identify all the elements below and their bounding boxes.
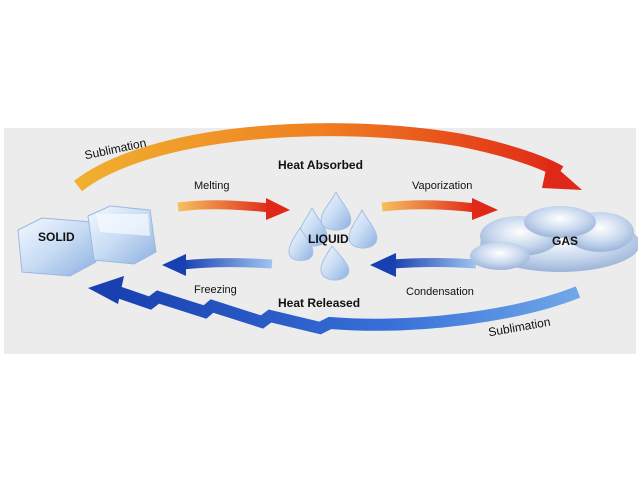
condensation-label: Condensation — [406, 286, 474, 298]
liquid-state-label: LIQUID — [308, 232, 349, 246]
heat-absorbed-label: Heat Absorbed — [278, 158, 363, 172]
heat-released-label: Heat Released — [278, 296, 361, 310]
condensation-arrow — [370, 253, 477, 277]
melting-arrow — [177, 198, 290, 220]
solid-state-label: SOLID — [38, 230, 75, 244]
melting-label: Melting — [194, 180, 230, 192]
vaporization-arrow — [381, 198, 498, 220]
liquid-droplets-icon — [288, 190, 378, 281]
solid-ice-icon — [17, 205, 157, 277]
gas-state-label: GAS — [552, 234, 579, 248]
freezing-arrow — [162, 254, 273, 276]
gas-cloud-icon — [470, 206, 638, 272]
sublimation-bottom-arrow — [88, 276, 581, 335]
vaporization-label: Vaporization — [412, 180, 473, 192]
freezing-label: Freezing — [194, 284, 237, 296]
sublimation-top-arrow — [74, 123, 582, 192]
